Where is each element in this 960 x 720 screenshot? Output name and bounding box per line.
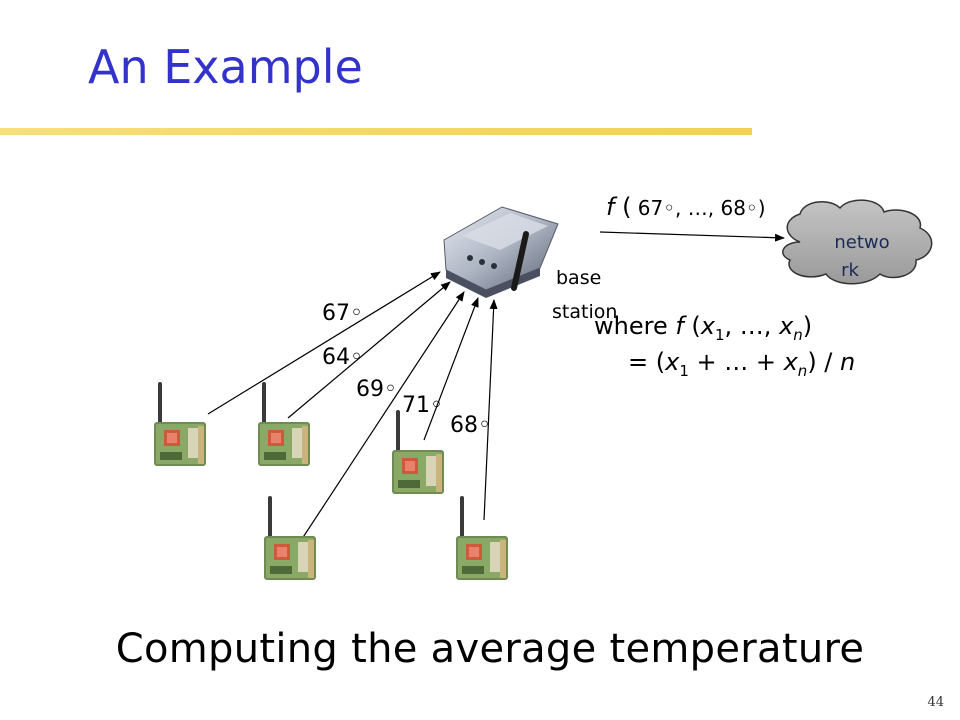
arrow-to-network [599, 231, 785, 242]
cloud-icon [782, 199, 933, 285]
wireless-router-icon [443, 206, 559, 298]
sensor-node-icon [262, 496, 318, 582]
slide-title: An Example [88, 40, 363, 94]
title-underline [0, 128, 752, 135]
sensor-node-icon [390, 410, 446, 496]
definition-line1: where f (x1, …, xn) [594, 312, 812, 344]
reading-label: 71◦ [402, 393, 443, 418]
reading-label: 67◦ [322, 301, 363, 326]
function-call: f ( 67◦, …, 68◦) [606, 193, 766, 221]
network-label-line1: netwo [834, 232, 889, 253]
slide-caption: Computing the average temperature [115, 626, 865, 672]
sensor-node-icon [152, 382, 208, 468]
sensor-node-icon [256, 382, 312, 468]
arrow-sensor-4 [423, 297, 479, 441]
sensor-node-icon [454, 496, 510, 582]
arrow-sensor-3 [295, 291, 465, 549]
arrow-sensor-1 [207, 271, 441, 415]
network-label-line2: rk [841, 260, 859, 281]
base-station-label-line2: station [552, 301, 617, 323]
base-station-label-line1: base [556, 267, 601, 289]
page-number: 44 [927, 695, 944, 710]
arrow-sensor-5 [483, 299, 498, 521]
reading-label: 64◦ [322, 345, 363, 370]
definition-line2: = (x1 + … + xn) / n [628, 348, 855, 380]
reading-label: 68◦ [450, 413, 491, 438]
arrow-sensor-2 [287, 281, 451, 419]
reading-label: 69◦ [356, 377, 397, 402]
